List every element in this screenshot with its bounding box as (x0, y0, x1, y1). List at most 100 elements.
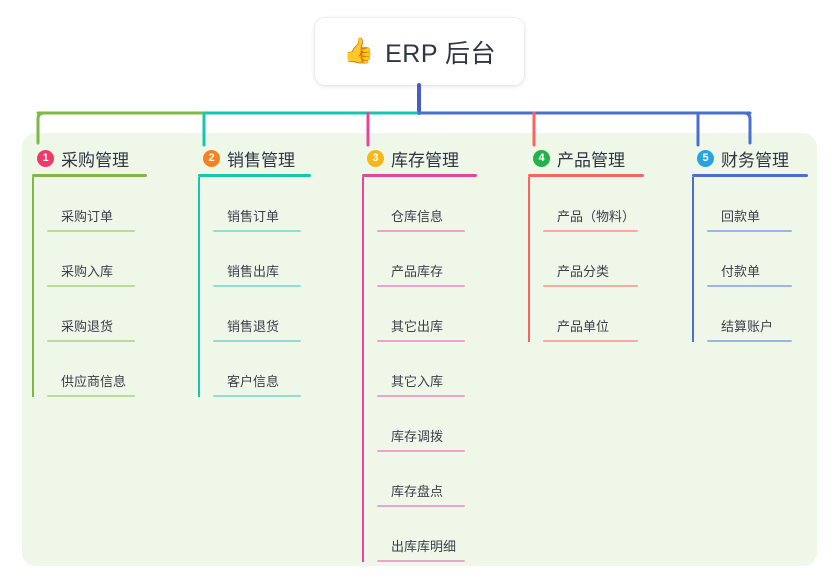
branch-header-4[interactable]: 4 产品管理 (528, 145, 644, 171)
branch-spine-4 (528, 177, 530, 342)
leaf-node[interactable]: 产品库存 (376, 232, 477, 287)
leaf-rule (213, 395, 301, 397)
branch-spine-1 (32, 177, 34, 397)
branch-title-3: 库存管理 (391, 150, 459, 170)
branch-badge-2: 2 (203, 149, 220, 167)
leaf-label: 库存盘点 (391, 484, 444, 499)
leaf-label: 结算账户 (721, 319, 774, 334)
branch-spine-3 (362, 177, 364, 562)
leaf-label: 产品库存 (391, 264, 444, 279)
branch-badge-5: 5 (697, 149, 714, 167)
leaf-rule (543, 230, 638, 232)
branch-header-rule-4 (528, 174, 644, 177)
branch-column-3: 3 库存管理仓库信息产品库存其它出库其它入库库存调拨库存盘点出库库明细 (362, 145, 477, 562)
branch-spine-2 (198, 177, 200, 397)
branch-badge-3: 3 (367, 149, 384, 167)
branch-column-5: 5 财务管理回款单付款单结算账户 (692, 145, 808, 342)
leaf-label: 产品单位 (557, 319, 610, 334)
leaf-label: 回款单 (721, 209, 761, 224)
branch-leaf-list-4: 产品（物料） 产品分类产品单位 (528, 177, 644, 342)
leaf-node[interactable]: 采购退货 (46, 287, 147, 342)
branch-column-1: 1 采购管理采购订单采购入库采购退货供应商信息 (32, 145, 147, 397)
branch-title-1: 采购管理 (61, 150, 129, 170)
leaf-rule (377, 560, 465, 562)
leaf-node[interactable]: 产品（物料） (542, 177, 644, 232)
leaf-node[interactable]: 结算账户 (706, 287, 808, 342)
branch-header-rule-3 (362, 174, 477, 177)
leaf-node[interactable]: 销售退货 (212, 287, 311, 342)
leaf-label: 采购退货 (61, 319, 114, 334)
leaf-label: 出库库明细 (391, 539, 457, 554)
leaf-rule (377, 285, 465, 287)
branch-title-5: 财务管理 (721, 150, 789, 170)
leaf-label: 供应商信息 (61, 374, 127, 389)
leaf-rule (213, 285, 301, 287)
leaf-rule (707, 230, 792, 232)
branch-title-4: 产品管理 (557, 150, 625, 170)
branch-header-rule-5 (692, 174, 808, 177)
leaf-rule (213, 340, 301, 342)
leaf-node[interactable]: 产品单位 (542, 287, 644, 342)
leaf-node[interactable]: 出库库明细 (376, 507, 477, 562)
leaf-rule (377, 230, 465, 232)
leaf-rule (377, 450, 465, 452)
leaf-node[interactable]: 产品分类 (542, 232, 644, 287)
leaf-rule (377, 505, 465, 507)
leaf-rule (377, 340, 465, 342)
leaf-label: 采购订单 (61, 209, 114, 224)
leaf-rule (543, 285, 638, 287)
branch-column-2: 2 销售管理销售订单销售出库销售退货客户信息 (198, 145, 311, 397)
leaf-label: 付款单 (721, 264, 761, 279)
branch-badge-1: 1 (37, 149, 54, 167)
leaf-node[interactable]: 其它入库 (376, 342, 477, 397)
leaf-rule (47, 230, 135, 232)
branch-leaf-list-5: 回款单付款单结算账户 (692, 177, 808, 342)
leaf-rule (377, 395, 465, 397)
leaf-node[interactable]: 仓库信息 (376, 177, 477, 232)
leaf-rule (707, 285, 792, 287)
leaf-node[interactable]: 采购入库 (46, 232, 147, 287)
leaf-label: 产品（物料） (557, 209, 636, 224)
leaf-label: 销售出库 (227, 264, 280, 279)
leaf-rule (47, 395, 135, 397)
leaf-node[interactable]: 采购订单 (46, 177, 147, 232)
root-node-label: ERP 后台 (385, 39, 497, 68)
leaf-node[interactable]: 客户信息 (212, 342, 311, 397)
leaf-label: 销售退货 (227, 319, 280, 334)
branch-title-2: 销售管理 (227, 150, 295, 170)
branch-header-rule-1 (32, 174, 147, 177)
leaf-node[interactable]: 销售出库 (212, 232, 311, 287)
branch-header-5[interactable]: 5 财务管理 (692, 145, 808, 171)
branch-header-1[interactable]: 1 采购管理 (32, 145, 147, 171)
leaf-rule (47, 285, 135, 287)
branch-header-3[interactable]: 3 库存管理 (362, 145, 477, 171)
leaf-label: 其它出库 (391, 319, 444, 334)
leaf-node[interactable]: 回款单 (706, 177, 808, 232)
branch-header-rule-2 (198, 174, 311, 177)
leaf-label: 仓库信息 (391, 209, 444, 224)
leaf-label: 采购入库 (61, 264, 114, 279)
leaf-node[interactable]: 供应商信息 (46, 342, 147, 397)
root-node[interactable]: 👍 ERP 后台 (315, 18, 524, 85)
leaf-rule (47, 340, 135, 342)
leaf-label: 其它入库 (391, 374, 444, 389)
leaf-node[interactable]: 销售订单 (212, 177, 311, 232)
branch-header-2[interactable]: 2 销售管理 (198, 145, 311, 171)
branch-spine-5 (692, 177, 694, 342)
thumbs-up-emoji: 👍 (342, 37, 375, 65)
leaf-rule (707, 340, 792, 342)
branch-leaf-list-2: 销售订单销售出库销售退货客户信息 (198, 177, 311, 397)
leaf-node[interactable]: 付款单 (706, 232, 808, 287)
leaf-label: 产品分类 (557, 264, 610, 279)
leaf-node[interactable]: 库存盘点 (376, 452, 477, 507)
branches-panel (22, 133, 817, 566)
leaf-rule (213, 230, 301, 232)
leaf-node[interactable]: 库存调拨 (376, 397, 477, 452)
leaf-label: 库存调拨 (391, 429, 444, 444)
leaf-rule (543, 340, 638, 342)
branch-leaf-list-3: 仓库信息产品库存其它出库其它入库库存调拨库存盘点出库库明细 (362, 177, 477, 562)
leaf-node[interactable]: 其它出库 (376, 287, 477, 342)
branch-badge-4: 4 (533, 149, 550, 167)
leaf-label: 销售订单 (227, 209, 280, 224)
leaf-label: 客户信息 (227, 374, 280, 389)
